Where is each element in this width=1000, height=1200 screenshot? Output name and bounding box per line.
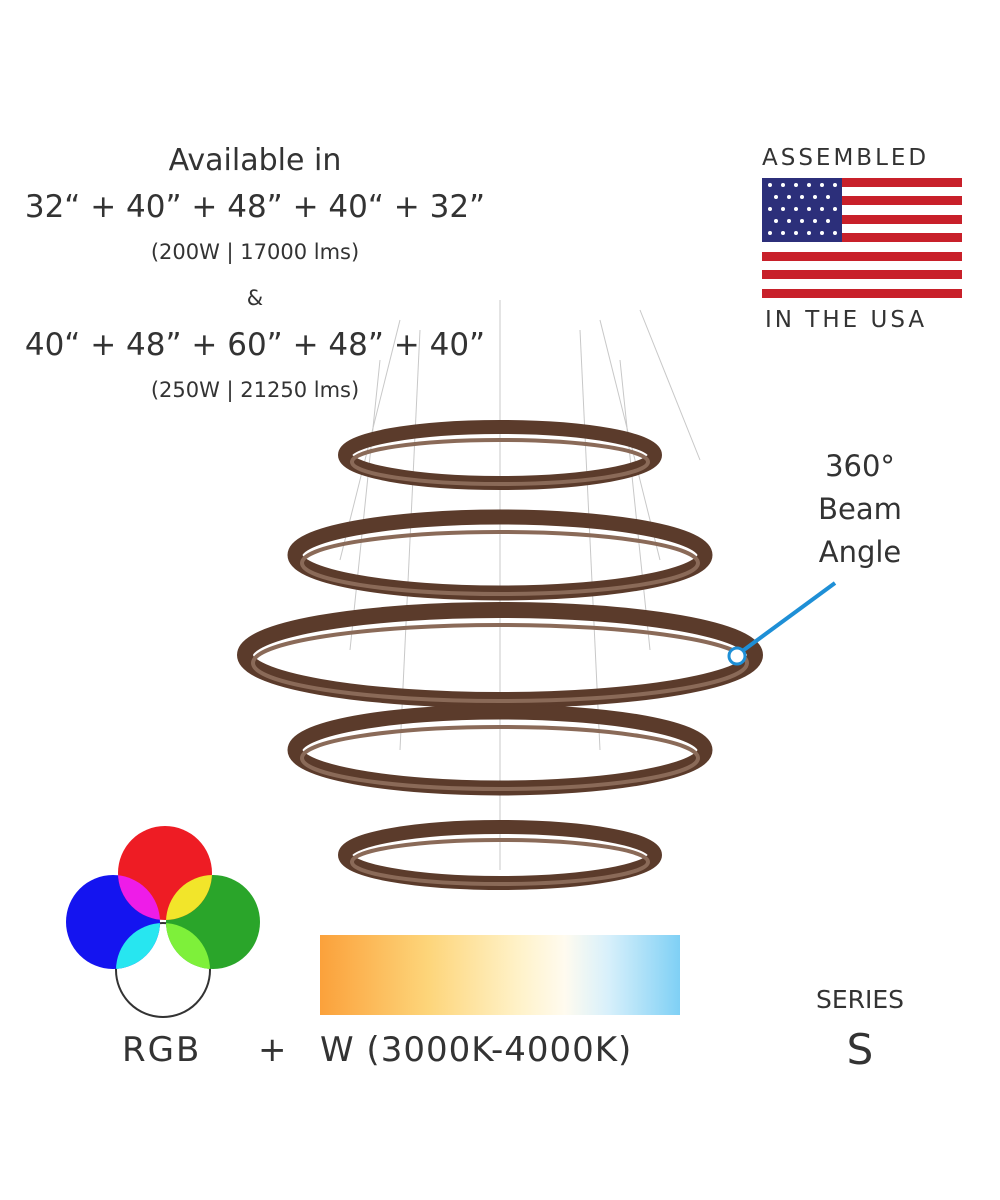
angle-label: Angle: [818, 535, 902, 569]
beam-callout-pointer: [727, 581, 837, 666]
separator: &: [246, 286, 264, 310]
beam-angle-callout: 360° Beam Angle: [805, 445, 915, 574]
availability-text: Available in 32“ + 40” + 48” + 40“ + 32”…: [20, 140, 490, 422]
availability-heading: Available in: [168, 143, 342, 178]
option-2-sizes: 40“ + 48” + 60” + 48” + 40”: [24, 327, 486, 363]
us-flag-icon: [762, 178, 962, 298]
rgb-label: RGB: [122, 1030, 202, 1070]
in-the-usa-label: IN THE USA: [765, 307, 928, 333]
color-temperature-gradient: [320, 935, 680, 1015]
assembled-label: ASSEMBLED: [762, 145, 930, 171]
option-1-specs: (200W | 17000 lms): [150, 240, 360, 264]
rings: [237, 420, 763, 890]
white-temperature-label: W (3000K-4000K): [320, 1030, 633, 1070]
series-letter: S: [846, 1025, 874, 1074]
beam-angle-value: 360°: [825, 449, 895, 483]
ring-2: [287, 509, 713, 601]
ring-4: [287, 704, 713, 796]
ring-3: [237, 602, 763, 708]
ring-5: [338, 820, 662, 890]
option-1-sizes: 32“ + 40” + 48” + 40“ + 32”: [24, 189, 486, 225]
plus-sign: +: [258, 1030, 287, 1070]
option-2-specs: (250W | 21250 lms): [150, 378, 360, 402]
beam-label: Beam: [818, 492, 902, 526]
ring-1: [338, 420, 662, 490]
series-label: SERIES: [815, 985, 905, 1014]
rgb-color-wheel-icon: [66, 826, 260, 1018]
